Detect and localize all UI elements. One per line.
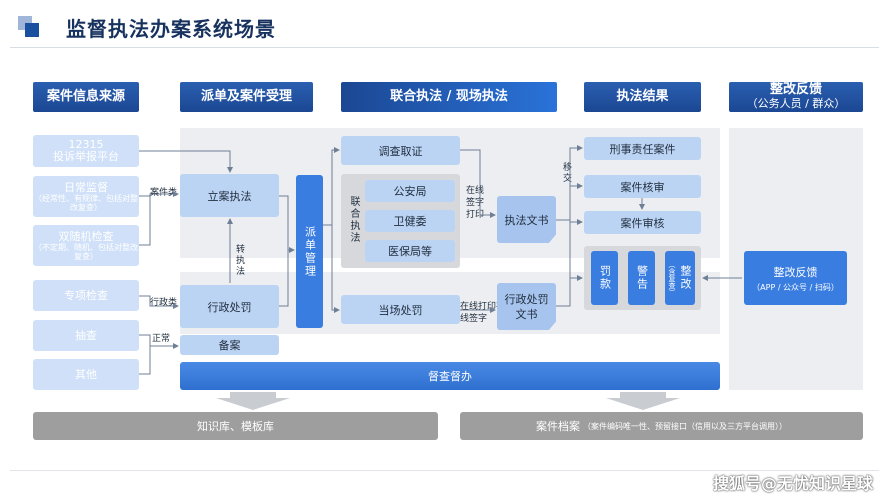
supervise-bar[interactable]: 督查督办 <box>180 362 720 390</box>
source-random-label: 双随机检查 <box>58 229 114 243</box>
onsite-penalty-box[interactable]: 当场处罚 <box>341 295 460 324</box>
header-dispatch: 派单及案件受理 <box>180 82 313 112</box>
source-daily-label: 日常监督 <box>64 180 108 194</box>
source-other[interactable]: 其他 <box>33 359 139 390</box>
admin-penalty-box[interactable]: 行政处罚 <box>180 285 279 328</box>
rectify-note: （含复查） <box>668 260 676 296</box>
agency-health[interactable]: 卫健委 <box>365 210 455 232</box>
admin-type-label: 行政类 <box>150 298 178 308</box>
agency-insurance[interactable]: 医保局等 <box>365 240 455 262</box>
filing-box[interactable]: 立案执法 <box>180 174 279 217</box>
archive-bar[interactable]: 案件档案 （案件编码唯一性、预留接口（信用以及三方平台调用）） <box>460 412 863 440</box>
admin-doc-box[interactable]: 行政处罚文书 <box>497 283 556 330</box>
feedback-box[interactable]: 整改反馈 （APP / 公众号 / 扫码） <box>744 251 847 305</box>
source-other-label: 其他 <box>75 367 97 381</box>
source-random[interactable]: 双随机检查 （不定期、随机、包括对整改复查） <box>33 225 139 266</box>
feedback-box-sub: （APP / 公众号 / 扫码） <box>752 282 839 292</box>
transfer-label: 移交 <box>561 162 571 184</box>
archive-label: 案件档案 <box>536 420 580 433</box>
header-feedback-sub: （公务人员 / 群众） <box>746 97 846 110</box>
footer-divider <box>10 470 879 471</box>
logo-square-dark <box>25 23 39 37</box>
rectify-label: 整改 <box>679 265 692 291</box>
online-print-sign-label: 在线打印在线签字 <box>460 302 506 324</box>
source-12315-sub: 投诉举报平台 <box>53 150 119 163</box>
criminal-case-box[interactable]: 刑事责任案件 <box>584 137 701 160</box>
watermark-text: 搜狐号@无忧知识星球 <box>712 474 873 493</box>
rectify-box[interactable]: 整改 （含复查） <box>665 251 695 305</box>
feedback-box-title: 整改反馈 <box>773 265 818 279</box>
title-divider <box>10 47 879 48</box>
dispatch-mgmt-box[interactable]: 派单管理 <box>296 175 323 328</box>
page-title: 监督执法办案系统场景 <box>66 17 276 41</box>
source-daily[interactable]: 日常监督 （经常性、有规律、包括对整改复查） <box>33 176 139 217</box>
source-12315[interactable]: 12315 投诉举报平台 <box>33 135 139 167</box>
source-special-label: 专项检查 <box>64 288 108 302</box>
source-sample[interactable]: 抽查 <box>33 320 139 351</box>
case-type-label: 案件类 <box>150 188 178 198</box>
source-sample-label: 抽查 <box>75 328 97 342</box>
header-result: 执法结果 <box>584 82 701 112</box>
header-feedback-title: 整改反馈 <box>769 82 822 97</box>
header-source: 案件信息来源 <box>33 82 139 112</box>
case-verify-box[interactable]: 案件核审 <box>584 175 701 198</box>
joint-law-label: 联合执法 <box>348 196 359 244</box>
convert-law-label: 转执法 <box>234 244 244 277</box>
source-daily-note: （经常性、有规律、包括对整改复查） <box>34 193 138 212</box>
case-review-box[interactable]: 案件审核 <box>584 211 701 234</box>
header-feedback: 整改反馈 （公务人员 / 群众） <box>729 82 863 112</box>
archive-note: （案件编码唯一性、预留接口（信用以及三方平台调用）） <box>583 421 787 431</box>
normal-label: 正常 <box>152 334 171 344</box>
knowledge-bar[interactable]: 知识库、模板库 <box>33 412 438 440</box>
record-box[interactable]: 备案 <box>180 335 279 355</box>
agency-police[interactable]: 公安局 <box>365 180 455 202</box>
source-random-note: （不定期、随机、包括对整改复查） <box>34 242 138 261</box>
online-sign-label: 在线签字打印 <box>466 186 485 220</box>
warning-box[interactable]: 警告 <box>628 251 655 305</box>
law-doc-box[interactable]: 执法文书 <box>497 196 556 243</box>
source-special[interactable]: 专项检查 <box>33 280 139 311</box>
investigate-box[interactable]: 调查取证 <box>341 136 460 165</box>
header-joint: 联合执法 / 现场执法 <box>341 82 557 112</box>
fine-box[interactable]: 罚款 <box>591 251 618 305</box>
source-12315-label: 12315 <box>68 138 104 151</box>
